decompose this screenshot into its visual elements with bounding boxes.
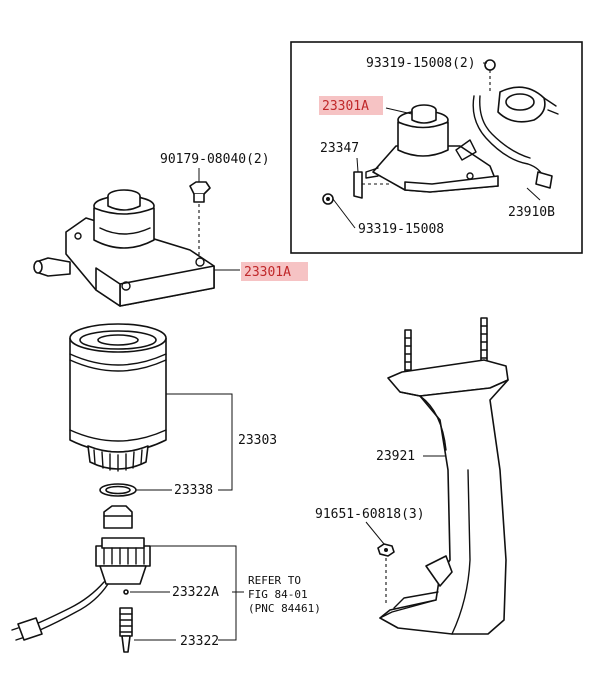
label-nut: 91651-60818(3)	[315, 507, 425, 522]
label-bracket-main: 23921	[376, 449, 415, 464]
label-inset-bracket: 23347	[320, 141, 359, 156]
label-sensor-a: 23322A	[172, 585, 219, 600]
label-sensor: 23322	[180, 634, 219, 649]
inset-harness[interactable]	[472, 86, 559, 189]
refer-line-3[interactable]: (PNC 84461)	[248, 602, 321, 615]
label-filter: 23303	[238, 433, 277, 448]
highlight-inset-pump	[319, 96, 383, 115]
label-gasket: 23338	[174, 483, 213, 498]
main-pump-assembly[interactable]	[33, 189, 215, 307]
sensor-assembly[interactable]	[11, 537, 151, 641]
refer-line-2[interactable]: FIG 84-01	[248, 588, 308, 601]
inset-bracket[interactable]	[353, 171, 390, 199]
bolt-main[interactable]	[189, 181, 211, 256]
nut[interactable]	[377, 543, 395, 604]
refer-line-1[interactable]: REFER TO	[248, 574, 301, 587]
inset-bolt-bottom[interactable]	[322, 193, 334, 205]
label-inset-pump[interactable]: 23301A	[322, 99, 369, 114]
fuel-filter[interactable]	[69, 323, 167, 472]
highlight-pump-main	[241, 262, 308, 281]
gasket[interactable]	[99, 483, 137, 497]
label-bolt-main: 90179-08040(2)	[160, 152, 270, 167]
inset-frame	[290, 41, 583, 254]
label-inset-harness: 23910B	[508, 205, 555, 220]
drain-plug[interactable]	[103, 505, 133, 529]
inset-pump-assembly[interactable]	[365, 104, 499, 193]
inset-bolt-top[interactable]	[484, 59, 496, 92]
label-inset-bolt-bottom: 93319-15008	[358, 222, 444, 237]
label-inset-bolt-top: 93319-15008(2)	[366, 56, 476, 71]
mounting-bracket[interactable]	[379, 317, 509, 635]
label-pump-main[interactable]: 23301A	[244, 265, 291, 280]
sensor-part[interactable]	[119, 589, 133, 653]
